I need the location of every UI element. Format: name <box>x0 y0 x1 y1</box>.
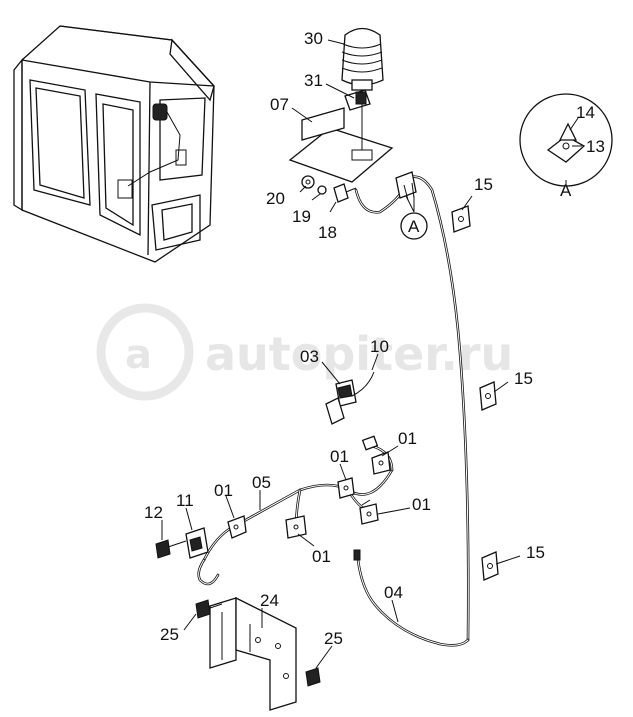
callout-24: 24 <box>260 591 279 610</box>
callout-05: 05 <box>252 473 271 492</box>
callout-04: 04 <box>384 583 403 602</box>
detail-caption-a: A <box>560 181 572 200</box>
lamp-bracket <box>288 104 394 183</box>
callout-01-c: 01 <box>214 481 233 500</box>
callout-15-c: 15 <box>526 543 545 562</box>
callout-01-e: 01 <box>312 547 331 566</box>
callout-01-b: 01 <box>330 447 349 466</box>
callout-01-d: 01 <box>412 495 431 514</box>
callout-03: 03 <box>300 347 319 366</box>
callout-18: 18 <box>318 223 337 242</box>
switch-03 <box>325 371 375 425</box>
svg-text:a: a <box>125 332 152 378</box>
callout-13: 13 <box>586 137 605 156</box>
bolt-12 <box>155 539 187 559</box>
callout-15-b: 15 <box>514 369 533 388</box>
watermark-text: autopiter.ru <box>205 327 513 381</box>
callout-30: 30 <box>304 29 323 48</box>
callout-14: 14 <box>576 103 595 122</box>
leader-lines <box>161 39 582 669</box>
callout-15-a: 15 <box>474 175 493 194</box>
callout-12: 12 <box>144 503 163 522</box>
callout-labels: 30 31 07 20 19 18 A 15 15 15 14 13 A 03 … <box>144 29 605 648</box>
beacon-lamp <box>341 27 384 111</box>
clip-15-b <box>479 381 497 411</box>
callout-07: 07 <box>270 95 289 114</box>
callout-31: 31 <box>304 71 323 90</box>
clip-15-a <box>451 205 471 233</box>
wire-04 <box>353 549 470 647</box>
bolt-washer-nut <box>301 175 357 203</box>
bolt-25-a <box>195 599 223 619</box>
relay-11 <box>185 527 209 559</box>
clamp-01-set <box>227 451 391 539</box>
callout-a-circle <box>400 212 428 240</box>
clip-15-c <box>481 551 499 581</box>
callout-20: 20 <box>266 189 285 208</box>
bracket-24 <box>209 596 297 711</box>
callout-10: 10 <box>370 337 389 356</box>
callout-19: 19 <box>292 207 311 226</box>
watermark: a autopiter.ru <box>96 303 513 401</box>
beacon-harness <box>354 171 470 642</box>
callout-01-a: 01 <box>398 429 417 448</box>
callout-25-b: 25 <box>324 629 343 648</box>
bolt-25-b <box>305 667 321 687</box>
callout-11: 11 <box>176 491 194 510</box>
callout-a: A <box>408 217 420 236</box>
detail-view-a <box>519 93 613 187</box>
callout-25-a: 25 <box>160 625 179 644</box>
cab-illustration <box>13 25 215 263</box>
